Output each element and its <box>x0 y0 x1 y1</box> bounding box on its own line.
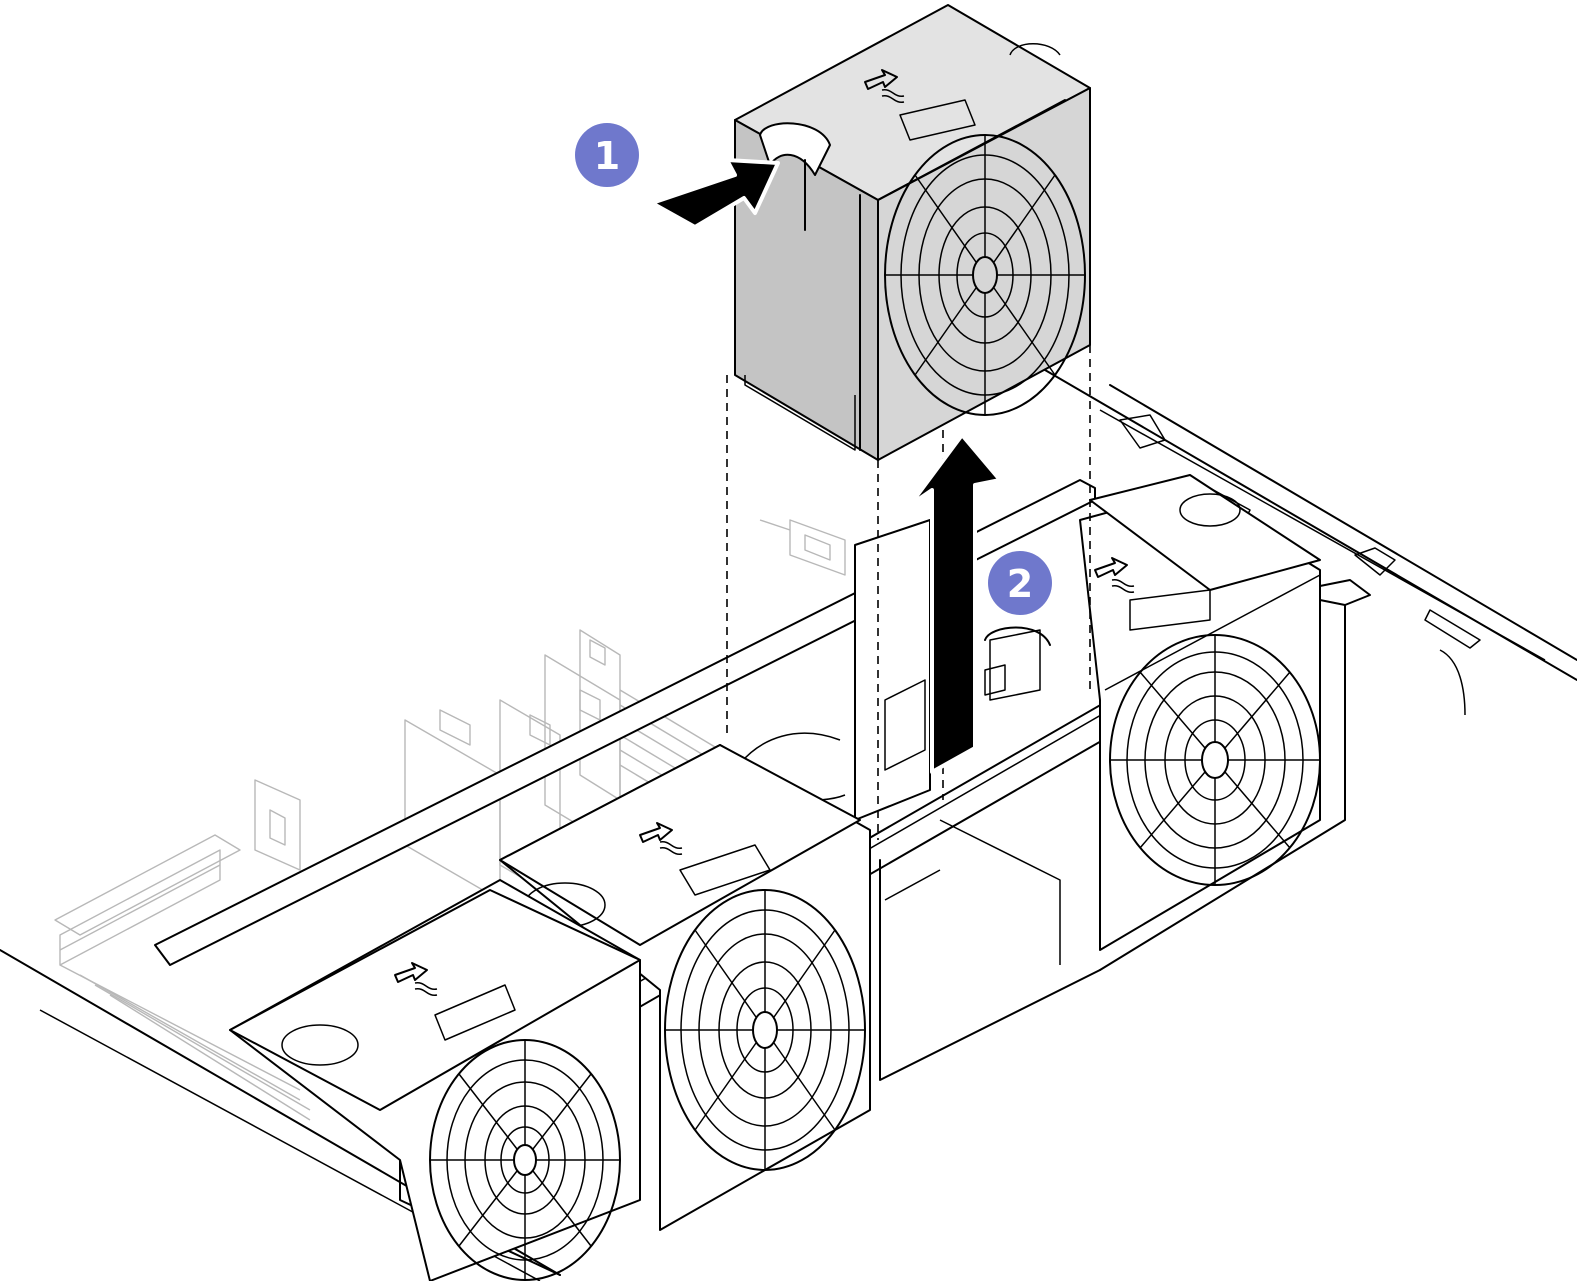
callout-step-1: 1 <box>575 123 639 187</box>
callout-step-2: 2 <box>988 551 1052 615</box>
fan-right <box>1079 474 1321 951</box>
dimm-slots <box>54 779 311 1121</box>
fan-middle <box>499 744 871 1231</box>
removed-fan <box>734 4 1091 461</box>
fan-left <box>229 879 641 1282</box>
lift-arrow-icon <box>908 433 1002 774</box>
callout-step-2-label: 2 <box>1007 562 1033 606</box>
airflow-arrow-icon <box>394 557 1135 996</box>
push-arrow-icon <box>650 158 780 229</box>
callout-step-1-label: 1 <box>594 134 620 178</box>
connector <box>759 519 846 576</box>
